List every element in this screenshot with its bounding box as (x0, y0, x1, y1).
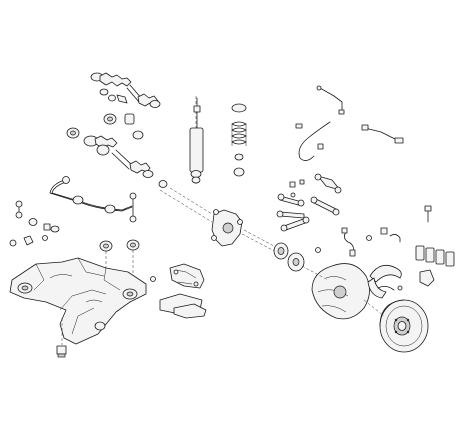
stabilizer-links (15, 192, 137, 223)
small-hardware-left (9, 218, 60, 247)
brake-backing-plate (311, 263, 370, 320)
brake-pads-left (159, 293, 207, 319)
brake-line-curved (295, 121, 331, 161)
abs-sensor-cable-upper (316, 85, 345, 115)
subframe (9, 257, 147, 345)
subframe-bolt (56, 318, 67, 358)
brake-caliper (150, 263, 205, 289)
coil-spring (231, 103, 247, 177)
shaft-bushings (66, 113, 144, 156)
shock-absorber (189, 96, 204, 186)
brake-disc (379, 299, 429, 353)
subframe-mounts (99, 239, 140, 280)
brake-hose-right (361, 124, 404, 144)
control-arms (276, 173, 342, 232)
leader-lines (159, 189, 385, 317)
stabilizer-bar (49, 176, 133, 214)
drive-shaft-lower (83, 135, 168, 188)
small-hardware-right (341, 205, 432, 257)
parking-brake-shoes (367, 264, 403, 299)
wheel-hub-carrier (169, 187, 281, 255)
wheel-bearing (273, 242, 321, 272)
brake-pad-set-right (415, 245, 455, 287)
drive-shaft-upper (90, 72, 161, 108)
